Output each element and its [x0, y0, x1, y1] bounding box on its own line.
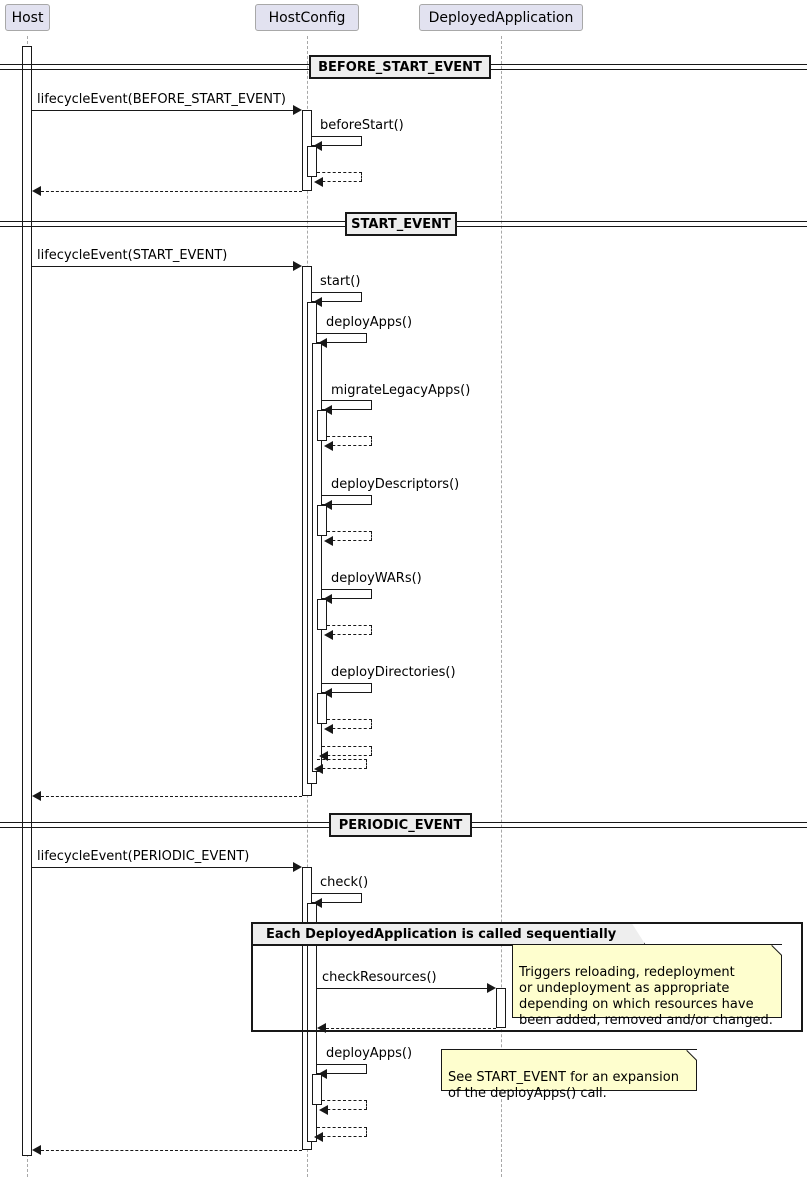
- message-arrowhead-m3: [314, 177, 323, 187]
- message-selfcall-m14: [322, 683, 372, 693]
- note-deployapps-fold: [687, 1050, 697, 1060]
- lifeline-deployedapplication: [501, 36, 502, 1177]
- message-line-m21: [317, 988, 488, 989]
- message-label-m10: deployDescriptors(): [331, 477, 460, 492]
- message-label-m20: check(): [320, 875, 369, 890]
- message-arrowhead-m20: [313, 898, 322, 908]
- message-label-m12: deployWARs(): [331, 571, 422, 586]
- message-arrowhead-m14: [323, 688, 332, 698]
- message-selfcall-m20: [312, 893, 362, 903]
- message-arrowhead-m24: [319, 1105, 328, 1115]
- message-selfreturn-m11: [327, 531, 372, 541]
- message-selfcall-m6: [312, 292, 362, 302]
- divider-before-start: BEFORE_START_EVENT: [309, 55, 491, 79]
- message-label-m8: migrateLegacyApps(): [331, 383, 471, 398]
- message-arrowhead-m12: [323, 594, 332, 604]
- message-label-m2: beforeStart(): [320, 118, 404, 133]
- message-line-m1: [32, 110, 294, 111]
- participant-host-label: Host: [11, 9, 44, 26]
- message-label-m6: start(): [320, 274, 361, 289]
- note-checkresources-text: Triggers reloading, redeployment or unde…: [519, 965, 773, 1028]
- message-selfreturn-m24: [322, 1100, 367, 1110]
- message-label-m7: deployApps(): [326, 315, 413, 330]
- message-selfreturn-m13: [327, 625, 372, 635]
- message-label-m14: deployDirectories(): [331, 665, 456, 680]
- message-selfcall-m7: [317, 333, 367, 343]
- message-arrowhead-m13: [324, 630, 333, 640]
- group-sequential-frame: [251, 922, 803, 1032]
- divider-start-label: START_EVENT: [351, 216, 451, 232]
- participant-hostconfig[interactable]: HostConfig: [255, 4, 359, 31]
- message-label-m1: lifecycleEvent(BEFORE_START_EVENT): [37, 92, 286, 107]
- message-arrowhead-m19: [293, 862, 302, 872]
- message-arrowhead-m21: [487, 983, 496, 993]
- note-checkresources-fold: [772, 945, 782, 955]
- note-deployapps-text: See START_EVENT for an expansion of the …: [448, 1070, 679, 1101]
- message-arrowhead-m17: [314, 764, 323, 774]
- message-line-m4: [41, 191, 302, 192]
- activation-hostconfig-migratelegacyapps: [317, 410, 327, 441]
- message-selfcall-m8: [322, 400, 372, 410]
- divider-periodic-label: PERIODIC_EVENT: [338, 817, 463, 833]
- activation-hostconfig-beforestart-inner: [307, 146, 317, 177]
- note-checkresources: Triggers reloading, redeployment or unde…: [512, 944, 782, 1028]
- group-sequential-header: Each DeployedApplication is called seque…: [253, 924, 646, 946]
- activation-hostconfig-deploywars: [317, 599, 327, 630]
- message-arrowhead-m2: [313, 141, 322, 151]
- message-selfreturn-m17: [317, 759, 367, 769]
- activation-hostconfig-deploydirectories: [317, 693, 327, 724]
- participant-host[interactable]: Host: [5, 4, 50, 31]
- activation-hostconfig-deploydescriptors: [317, 505, 327, 536]
- message-selfreturn-m25: [317, 1127, 367, 1137]
- divider-start: START_EVENT: [345, 212, 457, 236]
- message-arrowhead-m25: [314, 1132, 323, 1142]
- message-arrowhead-m4: [32, 186, 41, 196]
- participant-deployedapplication-label: DeployedApplication: [428, 9, 574, 26]
- participant-deployedapplication[interactable]: DeployedApplication: [419, 4, 583, 31]
- activation-deployedapplication-checkresources: [496, 988, 506, 1028]
- message-arrowhead-m23: [318, 1069, 327, 1079]
- message-label-m21: checkResources(): [322, 970, 437, 985]
- message-label-m5: lifecycleEvent(START_EVENT): [37, 248, 228, 263]
- message-line-m19: [32, 867, 294, 868]
- message-arrowhead-m18: [32, 791, 41, 801]
- message-selfcall-m10: [322, 495, 372, 505]
- divider-periodic: PERIODIC_EVENT: [329, 813, 472, 837]
- divider-before-start-label: BEFORE_START_EVENT: [318, 59, 482, 75]
- message-line-m26: [41, 1150, 302, 1151]
- message-arrowhead-m15: [324, 724, 333, 734]
- message-line-m18: [41, 796, 302, 797]
- message-selfreturn-m3: [317, 172, 362, 182]
- message-arrowhead-m11: [324, 536, 333, 546]
- message-arrowhead-m6: [313, 297, 322, 307]
- message-arrowhead-m16: [319, 751, 328, 761]
- message-arrowhead-m9: [324, 441, 333, 451]
- note-deployapps: See START_EVENT for an expansion of the …: [441, 1049, 697, 1101]
- activation-host: [22, 46, 32, 1156]
- message-arrowhead-m5: [293, 261, 302, 271]
- message-selfcall-m2: [312, 136, 362, 146]
- message-arrowhead-m7: [318, 338, 327, 348]
- message-line-m22: [326, 1028, 496, 1029]
- message-arrowhead-m22: [317, 1023, 326, 1033]
- group-sequential-label: Each DeployedApplication is called seque…: [266, 926, 617, 942]
- message-arrowhead-m1: [293, 105, 302, 115]
- activation-hostconfig-deployapps-periodic: [312, 1074, 322, 1105]
- message-selfcall-m23: [317, 1064, 367, 1074]
- message-selfreturn-m15: [327, 719, 372, 729]
- message-arrowhead-m10: [323, 500, 332, 510]
- message-selfcall-m12: [322, 589, 372, 599]
- message-arrowhead-m26: [32, 1145, 41, 1155]
- message-selfreturn-m16: [322, 746, 372, 756]
- message-selfreturn-m9: [327, 436, 372, 446]
- message-label-m23: deployApps(): [326, 1046, 413, 1061]
- participant-hostconfig-label: HostConfig: [268, 9, 346, 26]
- message-label-m19: lifecycleEvent(PERIODIC_EVENT): [37, 849, 250, 864]
- message-arrowhead-m8: [323, 405, 332, 415]
- message-line-m5: [32, 266, 294, 267]
- activation-hostconfig-periodic-l2: [307, 903, 317, 1142]
